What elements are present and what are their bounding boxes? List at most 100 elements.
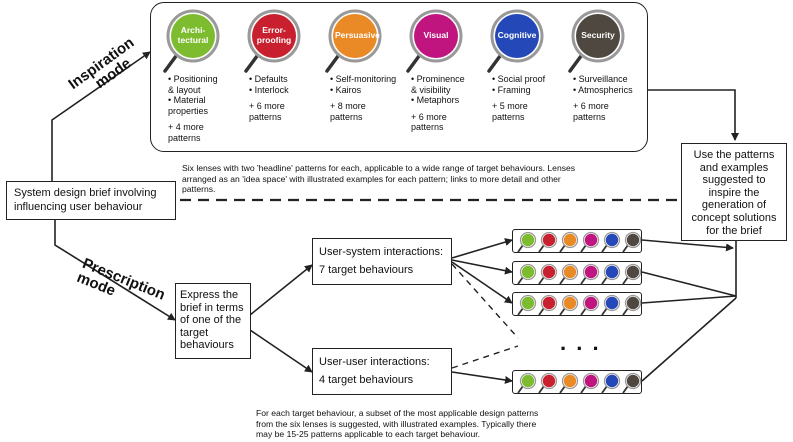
magnifier-icon	[487, 9, 544, 73]
arrow-inspiration-to-use	[648, 89, 739, 141]
lens-title: Cognitive	[497, 30, 537, 40]
lens-pattern-item: + 8 more	[330, 101, 366, 111]
express-line4: target	[180, 326, 209, 339]
arrow-brief-to-inspiration	[51, 51, 151, 182]
line-row3-to-use	[641, 295, 737, 304]
arrow-express-to-user-user	[249, 329, 313, 373]
lens-visual-icon	[580, 263, 600, 285]
lens-title-line1: Error-	[262, 25, 286, 35]
lens-architectural-icon	[517, 263, 537, 285]
lens-pattern-item: • Prominence	[411, 74, 465, 84]
magnifier-icon	[325, 9, 382, 73]
lens-security-icon	[622, 263, 642, 285]
express-line5: behaviours	[180, 339, 234, 352]
user-user-box: User-user interactions: 4 target behavio…	[312, 348, 452, 395]
lens-persuasive-icon	[559, 231, 579, 253]
magnifier-icon	[163, 9, 220, 73]
arrow-us-row1	[451, 238, 513, 259]
lens-pattern-item: • Social proof	[492, 74, 546, 84]
inspiration-caption-line2: arranged as an 'idea space' with illustr…	[182, 173, 561, 184]
user-user-line2: 4 target behaviours	[319, 374, 414, 386]
lens-pattern-item: • Interlock	[249, 84, 289, 95]
lens-pattern-item: patterns	[573, 111, 606, 122]
use-line2: and examples	[699, 161, 769, 174]
lens-pattern-item: • Self-monitoring	[330, 74, 397, 84]
pattern-row	[512, 370, 642, 394]
lens-cognitive-icon	[601, 263, 621, 285]
lens-title-line1: Cognitive	[497, 30, 537, 40]
user-system-line2: 7 target behaviours	[319, 264, 414, 276]
use-line4: inspire the	[708, 186, 760, 199]
lens-title-line1: Security	[581, 30, 615, 40]
lens-title-line2: tectural	[177, 35, 209, 45]
lens-title-line1: Visual	[423, 30, 449, 40]
use-line6: concept solutions	[691, 211, 777, 224]
magnifier-icon	[568, 9, 625, 73]
more-rows-ellipsis: . . .	[560, 330, 601, 355]
express-box: Express the brief in terms of one of the…	[175, 283, 251, 359]
lens-persuasive-icon	[559, 263, 579, 285]
brief-line1: System design brief involving	[14, 187, 157, 199]
prescription-caption-line2: from the six lenses is suggested, with i…	[256, 418, 537, 429]
lens-title: Error-proofing	[254, 25, 294, 45]
inspiration-caption-line1: Six lenses with two 'headline' patterns …	[182, 163, 576, 173]
lens-error_proofing-icon	[538, 372, 558, 394]
lens-pattern-item: patterns	[168, 132, 201, 143]
user-system-box: User-system interactions: 7 target behav…	[312, 238, 452, 285]
lens-pattern-item: • Metaphors	[411, 95, 460, 105]
brief-line2: influencing user behaviour	[14, 200, 143, 213]
lens-pattern-item: & layout	[168, 84, 201, 95]
express-line2: brief in terms	[180, 301, 244, 314]
inspiration-caption: Six lenses with two 'headline' patterns …	[182, 163, 672, 195]
use-patterns-box: Use the patterns and examples suggested …	[681, 143, 787, 241]
lens-error_proofing-icon	[538, 294, 558, 316]
inspiration-lenses-box	[150, 2, 648, 152]
arrow-uu-row	[451, 371, 513, 384]
lens-pattern-item: + 4 more	[168, 122, 204, 132]
use-line5: generation of	[701, 199, 767, 212]
lens-pattern-item: • Defaults	[249, 74, 288, 84]
pattern-row	[512, 261, 642, 285]
lens-title: Security	[578, 30, 618, 40]
lens-architectural-icon	[517, 231, 537, 253]
lens-pattern-item: • Kairos	[330, 84, 362, 95]
lens-pattern-item: • Material	[168, 95, 206, 105]
lens-cognitive-icon	[601, 294, 621, 316]
lens-pattern-item: + 5 more	[492, 101, 528, 111]
lens-pattern-item: + 6 more	[411, 111, 447, 122]
express-line3: of one of the	[180, 314, 242, 327]
lens-pattern-item: & visibility	[411, 84, 451, 95]
lens-security-icon	[622, 372, 642, 394]
magnifier-icon	[244, 9, 301, 73]
arrow-us-row2	[451, 259, 513, 275]
arrow-brief-to-express	[54, 220, 176, 321]
pattern-row	[512, 229, 642, 253]
lens-title-line1: Persuasive	[335, 30, 380, 40]
user-user-line1: User-user interactions:	[319, 356, 430, 368]
inspiration-caption-line3: patterns.	[182, 184, 216, 194]
lens-security-icon	[622, 231, 642, 253]
lens-pattern-item: + 6 more	[249, 101, 285, 111]
use-line7: for the brief	[706, 224, 762, 237]
lens-pattern-item: patterns	[411, 122, 444, 132]
lens-pattern-item: patterns	[330, 111, 363, 122]
prescription-caption-line3: may be 15-25 patterns applicable to each…	[256, 429, 481, 439]
user-system-line1: User-system interactions:	[319, 246, 444, 258]
dashed-us-more	[451, 263, 519, 339]
line-row4-to-use	[641, 297, 737, 382]
lens-visual-icon	[580, 372, 600, 394]
lens-title: Visual	[416, 30, 456, 40]
brief-box: System design brief involving influencin…	[6, 181, 176, 220]
use-line1: Use the patterns	[693, 149, 775, 161]
lens-cognitive-icon	[601, 231, 621, 253]
use-line3: suggested to	[702, 174, 766, 187]
lens-title-line1: Archi-	[180, 25, 206, 35]
arrow-express-to-user-system	[249, 264, 313, 316]
prescription-caption: For each target behaviour, a subset of t…	[256, 408, 656, 440]
lens-patterns: • Prominence& visibility• Metaphors + 6 m…	[411, 74, 465, 133]
lens-pattern-item: properties	[168, 105, 209, 116]
lens-architectural-icon	[517, 294, 537, 316]
dashed-uu-more	[451, 345, 519, 369]
